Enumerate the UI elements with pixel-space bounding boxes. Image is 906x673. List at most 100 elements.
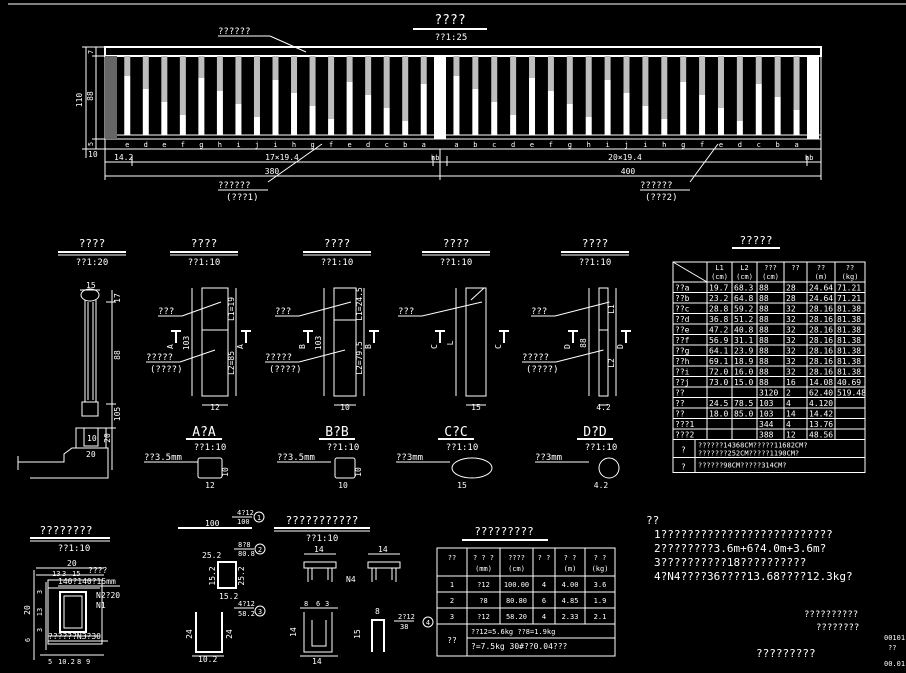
- rebar-circle-2: [254, 543, 266, 555]
- table1-diag: [672, 261, 708, 283]
- table1-cell: ???2: [675, 431, 694, 440]
- table1-cell: 13.76: [809, 420, 833, 429]
- table1-note: ??????14368CM?????11682CM?: [698, 442, 808, 450]
- cut-letter: A: [166, 344, 175, 349]
- post-dim-10: 10: [87, 434, 97, 443]
- rebar-n3-bot: 58.2: [238, 610, 255, 618]
- table1-cell: 88: [759, 294, 769, 303]
- baluster-shade: [680, 56, 687, 82]
- baluster-letter: j: [624, 141, 628, 149]
- right-caption-1: ??????: [640, 181, 673, 191]
- baluster-letter: d: [511, 141, 515, 149]
- cut-letter: D: [616, 344, 625, 349]
- cut-letter: B: [298, 344, 307, 349]
- baluster-letter: f: [181, 141, 185, 149]
- table1-cell: 48.56: [809, 431, 833, 440]
- table1-cell: 32: [786, 336, 796, 345]
- table1-note-mark: ?: [681, 446, 686, 455]
- rebar-circle-label: 1: [257, 514, 261, 522]
- detail-width: 10: [340, 403, 350, 412]
- rebar-n3-top: 4?12: [238, 600, 255, 608]
- table1-cell: 4: [786, 420, 791, 429]
- detail-sub2: (????): [269, 365, 302, 375]
- anchor-plate-2: [367, 561, 401, 569]
- section-shape: [598, 457, 620, 479]
- detail-sub1: ?????: [146, 353, 173, 363]
- section2-n4-top: 2?12: [398, 613, 415, 621]
- section2-d14c: 14: [289, 627, 298, 637]
- section-title: A?A: [192, 425, 216, 440]
- table2-header: ? ?: [564, 554, 577, 562]
- table1-cell: 32: [786, 368, 796, 377]
- baluster-shade: [346, 56, 353, 82]
- baluster-letter: b: [776, 141, 780, 149]
- notes-heading: ??: [646, 514, 659, 527]
- table1-cell: 28: [786, 284, 796, 293]
- baluster-letter: h: [587, 141, 591, 149]
- baluster-letter: j: [255, 141, 259, 149]
- baluster: [198, 78, 205, 135]
- baluster-letter: g: [310, 141, 314, 149]
- table1-cell: 78.5: [734, 399, 753, 408]
- anchor-bars-2: [371, 568, 397, 582]
- baluster: [365, 95, 372, 135]
- notes-line-4: 4?N4????36????13.68????12.3kg?: [654, 570, 853, 583]
- baluster-letter: e: [530, 141, 534, 149]
- leader-line: [298, 349, 346, 363]
- baluster-letter: e: [348, 141, 352, 149]
- base-dim: 6: [24, 638, 32, 642]
- section2-scale: ??1:10: [306, 534, 339, 544]
- anchor-plate-1: [303, 561, 337, 569]
- dim-88: 88: [86, 91, 95, 101]
- right-caption-2: (???2): [645, 193, 678, 203]
- section-title: B?B: [325, 425, 349, 440]
- base-label1: ????: [88, 566, 107, 575]
- end-post-right: [807, 56, 819, 139]
- base-dim: 10.2: [58, 658, 75, 666]
- table1-cell: 23.9: [734, 347, 753, 356]
- table1-title: ?????: [739, 234, 772, 247]
- baluster-shade: [402, 56, 409, 121]
- dim-left-total: 380: [265, 167, 280, 176]
- base-dim-20: 20: [67, 559, 77, 568]
- detail-width: 4.2: [596, 403, 611, 412]
- baluster-shade: [124, 56, 131, 76]
- left-caption-1: ??????: [218, 181, 251, 191]
- section-height: 10: [221, 467, 230, 477]
- table1-cell: 12: [786, 431, 796, 440]
- table1-cell: 40.69: [837, 378, 861, 387]
- anchor-cage: [303, 612, 333, 653]
- table1-cell: 81.38: [837, 336, 861, 345]
- rebar-circle-4: [422, 616, 434, 628]
- table1-cell: ??: [675, 399, 685, 408]
- baluster-shade: [623, 56, 630, 93]
- table1-header: ??: [791, 264, 799, 272]
- section-pipe: ??3.5mm: [144, 453, 182, 463]
- baluster-shade: [365, 56, 372, 95]
- table1-cell: 88: [759, 368, 769, 377]
- section-pipe: ??3mm: [396, 453, 423, 463]
- table1-cell: 64.1: [709, 347, 728, 356]
- rebar-n1-len: 100: [205, 519, 220, 528]
- table1-cell: 24.5: [709, 399, 728, 408]
- baluster-shade: [604, 56, 611, 80]
- table1-cell: 28.16: [809, 368, 833, 377]
- dim-right-span: 20×19.4: [608, 153, 642, 162]
- table1-note: ???????252CM?????1190CM?: [698, 450, 799, 458]
- baluster-shade: [216, 56, 223, 91]
- table1-cell: 88: [759, 347, 769, 356]
- section2-d3: 3: [325, 600, 329, 608]
- baluster: [272, 80, 279, 135]
- section2-d8b: 8: [375, 607, 380, 616]
- code-3: 00.01: [884, 660, 905, 668]
- table1-cell: 19.7: [709, 284, 728, 293]
- baluster: [291, 93, 298, 135]
- table1-cell: 88: [759, 378, 769, 387]
- table1-cell: ??g: [675, 347, 690, 356]
- baluster-shade: [585, 56, 592, 117]
- table1-cell: 28: [786, 294, 796, 303]
- post-dim-17: 17: [113, 293, 122, 303]
- rebar-n2-h: 15.2: [208, 566, 217, 585]
